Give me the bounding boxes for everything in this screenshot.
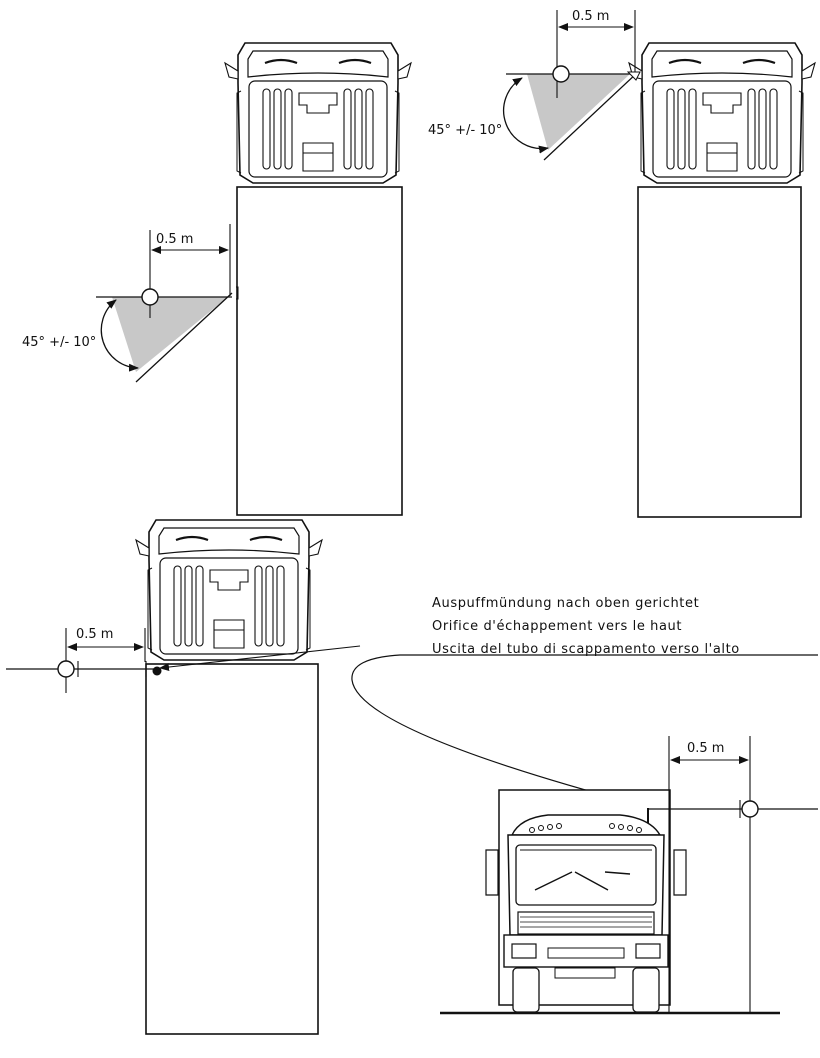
exhaust-caption: Auspuffmündung nach oben gerichtet Orifi… <box>351 596 818 807</box>
caption-leader-arrow <box>351 654 818 807</box>
caption-line-it: Uscita del tubo di scappamento verso l'a… <box>432 642 740 657</box>
mirror-right <box>673 849 687 896</box>
grille <box>517 911 655 935</box>
distance-label: 0.5 m <box>156 232 193 247</box>
distance-label: 0.5 m <box>687 741 724 756</box>
mirror-left <box>485 849 499 896</box>
front-view: 0.5 m <box>440 736 818 1015</box>
top-right-view: 0.5 m 45° +/- 10° <box>428 9 817 518</box>
angle-label: 45° +/- 10° <box>22 335 96 350</box>
exhaust-outlet-target <box>57 660 75 678</box>
exhaust-zone-shaded <box>112 297 228 372</box>
distance-label: 0.5 m <box>76 627 113 642</box>
angle-label: 45° +/- 10° <box>428 123 502 138</box>
wheel-left <box>512 967 540 1013</box>
caption-line-de: Auspuffmündung nach oben gerichtet <box>432 596 699 611</box>
truck-cab-top-icon <box>627 41 817 185</box>
truck-body-outline <box>145 663 319 1035</box>
headlight-right <box>635 943 661 959</box>
truck-cab-top-icon <box>134 518 324 662</box>
exhaust-outlet-target <box>552 65 570 83</box>
truck-body-outline <box>637 186 802 518</box>
wheel-right <box>632 967 660 1013</box>
exhaust-outlet-target <box>741 800 759 818</box>
exhaust-zone-shaded <box>527 74 630 150</box>
truck-body-outline <box>236 186 403 516</box>
windshield <box>515 844 657 906</box>
caption-line-fr: Orifice d'échappement vers le haut <box>432 619 682 634</box>
top-left-view: 0.5 m 45° +/- 10° <box>22 41 413 516</box>
exhaust-outlet-target <box>141 288 159 306</box>
truck-cab-top-icon <box>223 41 413 185</box>
headlight-left <box>511 943 537 959</box>
distance-label: 0.5 m <box>572 9 609 24</box>
bottom-left-view: 0.5 m <box>6 518 361 1035</box>
